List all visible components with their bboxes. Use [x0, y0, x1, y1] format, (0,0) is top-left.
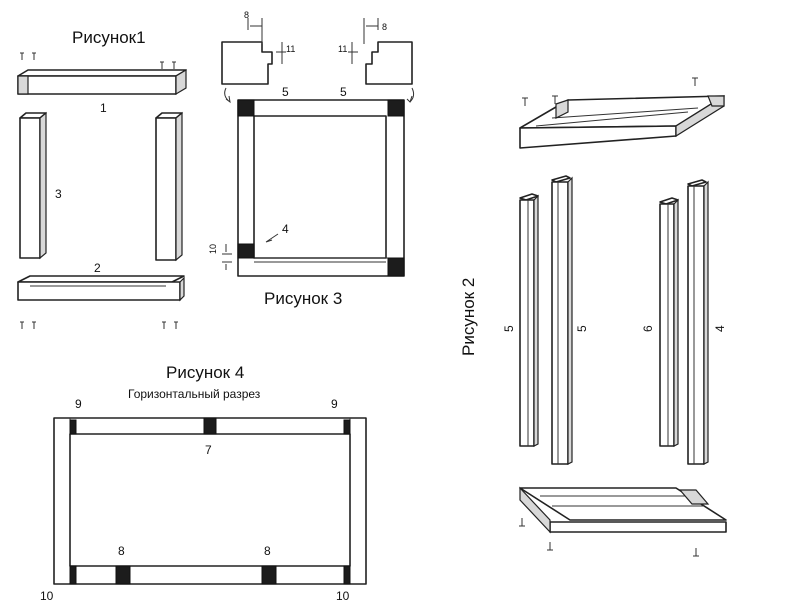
upright-6 — [659, 197, 679, 447]
figure-4-title: Рисунок 4 — [166, 363, 244, 382]
part-3-right-upright — [155, 111, 183, 262]
label-fig4-7: 7 — [205, 443, 212, 457]
upright-5-right — [551, 175, 573, 465]
figure-1: Рисунок1 1 3 — [17, 28, 187, 329]
profile-section-left — [221, 18, 286, 85]
upright-4 — [687, 179, 709, 465]
corner-block-tr — [387, 99, 405, 117]
part-2-bottom-bar — [17, 275, 185, 302]
nail-marks-top-right — [522, 77, 698, 106]
dim-marks-10 — [222, 244, 232, 270]
label-fig2-5-right: 5 — [575, 325, 589, 332]
arrow-right-profile — [406, 87, 415, 103]
nail-marks-bottom-right — [519, 518, 699, 557]
figure-3-title: Рисунок 3 — [264, 289, 342, 308]
label-fig3-5-right: 5 — [340, 85, 347, 99]
label-fig2-6: 6 — [641, 325, 655, 332]
figure-1-title: Рисунок1 — [72, 28, 146, 47]
arrow-left-profile — [224, 87, 231, 104]
block-10-left — [69, 565, 77, 585]
assembled-frame — [237, 99, 405, 277]
label-fig4-8-right: 8 — [264, 544, 271, 558]
block-8-left — [115, 565, 131, 585]
part-3-left-upright — [19, 111, 47, 260]
label-fig3-4: 4 — [282, 222, 289, 236]
figure-3: 8 11 8 11 5 5 4 10 Рисунок 3 — [208, 10, 415, 308]
nail-marks-top — [20, 52, 176, 69]
label-fig2-5-left: 5 — [502, 325, 516, 332]
dim-left-width: 8 — [244, 10, 249, 20]
block-9-right — [343, 419, 351, 435]
leader-line-4 — [265, 233, 279, 243]
corner-block-tl — [237, 99, 255, 117]
corner-block-br — [387, 257, 405, 277]
label-fig4-9-right: 9 — [331, 397, 338, 411]
label-fig4-9-left: 9 — [75, 397, 82, 411]
top-assembled-rail — [519, 94, 725, 149]
figure-4: Рисунок 4 Горизонтальный разрез 9 9 7 8 … — [40, 363, 367, 603]
block-10-right — [343, 565, 351, 585]
dim-10: 10 — [208, 244, 218, 254]
label-part-1: 1 — [100, 101, 107, 115]
part-1-top-bar — [17, 68, 187, 96]
bottom-assembled-rail — [519, 486, 727, 534]
label-fig4-10-left: 10 — [40, 589, 54, 603]
dim-left-height: 11 — [286, 44, 295, 54]
label-fig4-10-right: 10 — [336, 589, 350, 603]
profile-section-right — [348, 18, 413, 85]
block-7 — [203, 417, 217, 435]
label-fig2-4: 4 — [713, 325, 727, 332]
figure-2-title: Рисунок 2 — [459, 278, 478, 356]
dim-right-height: 11 — [338, 44, 347, 54]
block-9-left — [69, 419, 77, 435]
label-part-3: 3 — [55, 187, 62, 201]
figure-2: Рисунок 2 — [459, 77, 727, 557]
horizontal-section-frame — [53, 417, 367, 585]
upright-5-left — [519, 193, 539, 447]
label-part-2: 2 — [94, 261, 101, 275]
figure-4-subtitle: Горизонтальный разрез — [128, 387, 261, 401]
nail-marks-bottom — [20, 321, 178, 329]
label-fig4-8-left: 8 — [118, 544, 125, 558]
dim-right-width: 8 — [382, 22, 387, 32]
corner-block-bl — [237, 243, 255, 259]
block-8-right — [261, 565, 277, 585]
label-fig3-5-left: 5 — [282, 85, 289, 99]
